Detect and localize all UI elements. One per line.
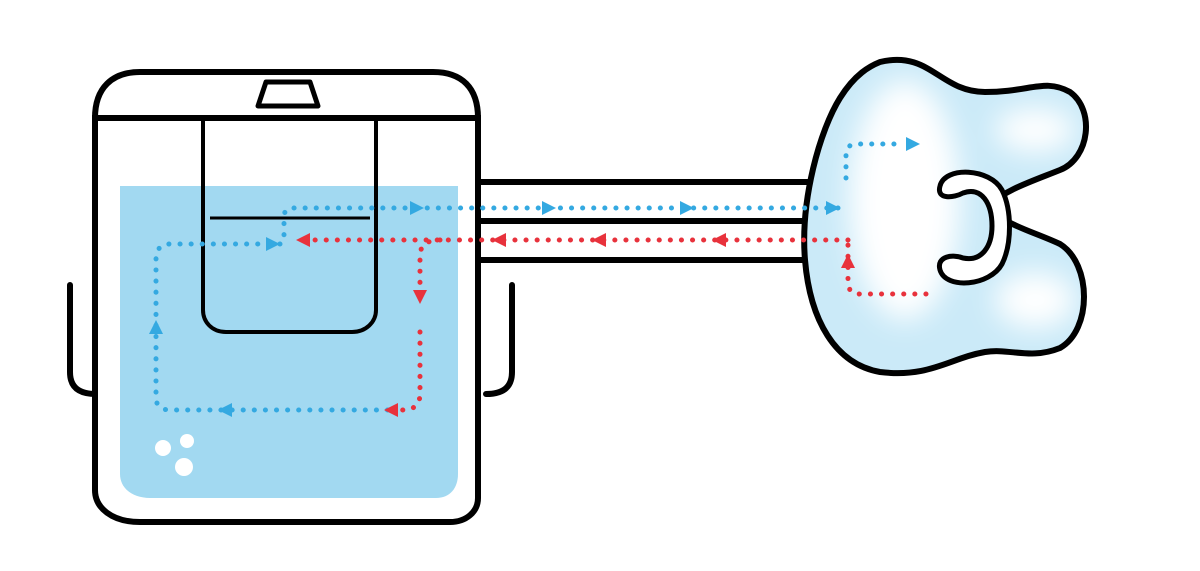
warm-arrowhead [384, 403, 398, 417]
cold-arrowhead [680, 201, 694, 215]
cold-arrowhead [542, 201, 556, 215]
cold-arrowhead [410, 201, 424, 215]
cold-arrowhead [826, 201, 840, 215]
cold-arrowhead [906, 137, 920, 151]
warm-arrowhead [841, 254, 855, 268]
lid-knob [255, 79, 321, 109]
connecting-tube-icon [467, 179, 818, 263]
cold-arrowhead [266, 237, 280, 251]
pad-inner-slot [936, 169, 1012, 286]
reservoir-left-handle [67, 282, 99, 397]
warm-arrowhead [492, 233, 506, 247]
cold-arrowhead [149, 320, 163, 334]
water-level [120, 186, 458, 498]
warm-arrowhead [413, 290, 427, 304]
warm-return-flow-arrow-icon [296, 233, 929, 417]
bubble [155, 440, 171, 456]
air-bubbles-icon [155, 434, 194, 476]
reservoir-right-handle [483, 282, 515, 397]
cooling-pad-icon [801, 57, 1089, 377]
warm-arrowhead [712, 233, 726, 247]
cold-arrowhead [218, 403, 232, 417]
cold-flow-arrow-icon [149, 137, 920, 417]
bubble [180, 434, 194, 448]
filter-cartridge-icon [201, 120, 378, 334]
warm-arrowhead [592, 233, 606, 247]
bubble [175, 458, 193, 476]
warm-arrowhead [296, 233, 310, 247]
